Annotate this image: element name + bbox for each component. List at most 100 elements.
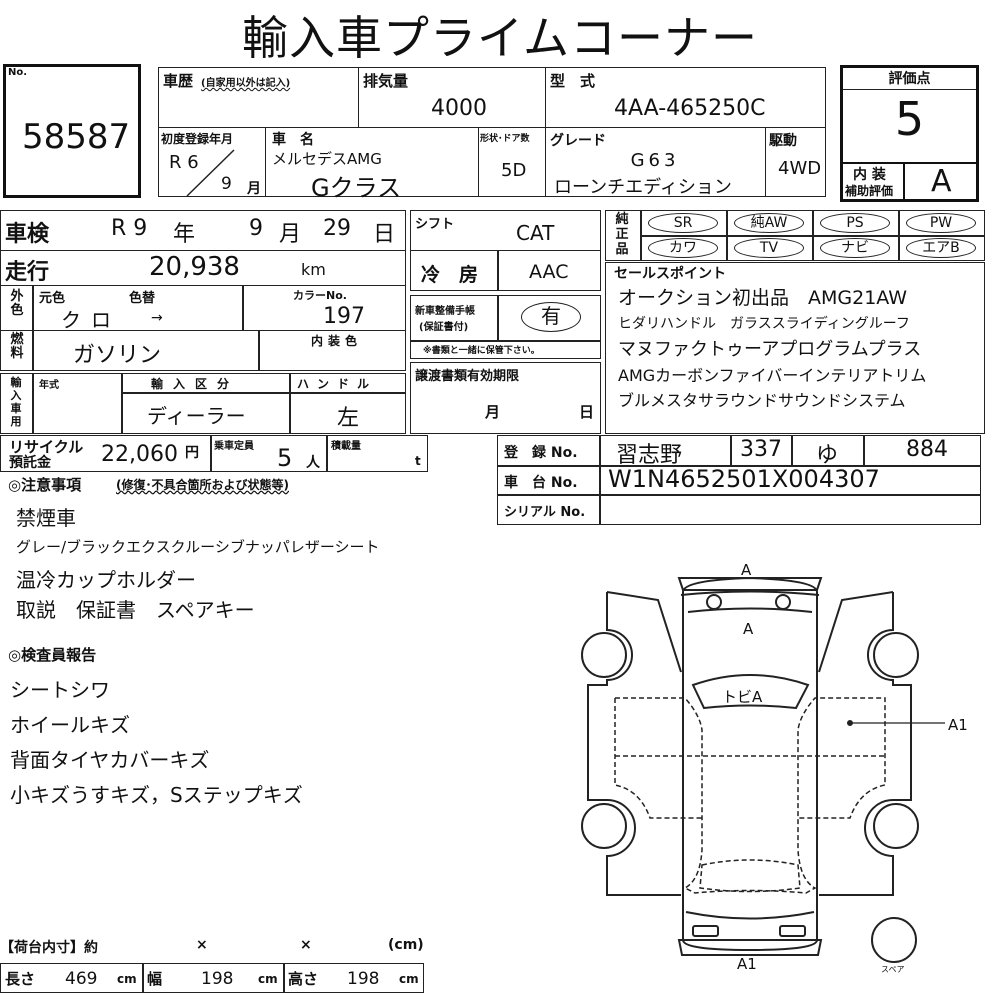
body-type-value: 5D (501, 160, 527, 181)
option-ps: PS (820, 213, 890, 233)
transfer-deadline-cell: 譲渡書類有効期限 月 日 (410, 362, 601, 434)
side-door-grade: A1 (948, 716, 968, 734)
right-doors (818, 591, 919, 896)
interior-score-value: A (931, 164, 952, 199)
ac-value: AAC (529, 261, 569, 283)
history-note: (自家用以外は記入) (201, 78, 291, 89)
registration-table: 登 録 No. 習志野 337 ゆ 884 車 台 No. W1N4652501… (497, 435, 981, 525)
length-value: 469 (65, 969, 98, 989)
option-tv: TV (734, 238, 804, 258)
note-line: 禁煙車 (16, 506, 76, 530)
handle-label: ハンドル (297, 377, 378, 391)
spare-tire-icon (871, 917, 917, 963)
inspection-day: 29 (323, 216, 351, 241)
mileage-unit: km (301, 260, 326, 279)
lot-number: 58587 (22, 117, 131, 157)
car-name-label: 車 名 (272, 132, 314, 148)
option-navi: ナビ (820, 238, 890, 258)
grade-cell: グレード G63 ローンチエディション (545, 127, 766, 198)
import-row: 輸入車用 年式 輸入区分 ディーラー ハンドル 左 (0, 373, 406, 434)
registration-class: 337 (740, 437, 782, 462)
interior-score-label: 内 装 (853, 167, 886, 183)
capacity-value: 5 (277, 444, 293, 472)
roof-dashed-outline (614, 697, 886, 894)
option-pw: PW (906, 213, 976, 233)
warranty-label: (保証書付) (419, 322, 469, 333)
service-manual-note: ※書類と一緒に保管下さい。 (423, 346, 540, 356)
color-number: 197 (323, 304, 365, 329)
displacement-label: 排気量 (363, 72, 409, 90)
first-registration-era: R 6 (169, 152, 199, 173)
front-bumper-grade: A (741, 561, 752, 579)
original-color: クロ (61, 308, 121, 332)
arrow-icon: → (151, 310, 163, 326)
capacity-label: 乗車定員 (214, 441, 254, 452)
inspection-label: 車検 (5, 222, 50, 247)
sales-points-label: セールスポイント (614, 266, 726, 282)
color-number-label: カラーNo. (293, 289, 347, 302)
height-unit: cm (399, 972, 419, 986)
exterior-color-label: 外色 (10, 289, 24, 318)
original-color-label: 元色 (39, 291, 66, 306)
service-manual-cell: 新車整備手帳 (保証書付) 有 ※書類と一緒に保管下さい。 (410, 295, 601, 359)
body-type-label: 形状･ドア数 (480, 134, 530, 144)
recycle-value: 22,060 (101, 442, 178, 467)
inspection-month-unit: 月 (279, 222, 302, 247)
registration-label: 登 録 No. (504, 445, 578, 461)
car-body-outline (677, 576, 823, 956)
serial-label: シリアル No. (504, 505, 586, 520)
height-value: 198 (347, 969, 380, 989)
genuine-parts-grid: 純正品 SR 純AW PS PW カワ TV ナビ エアB (605, 210, 985, 261)
inspector-line: 小キズうすキズ，Sステップキズ (10, 783, 303, 807)
import-class: ディーラー (147, 404, 246, 428)
first-registration-cell: 初度登録年月 R 6 9 月 (158, 127, 266, 197)
color-change-label: 色替 (129, 291, 156, 306)
grade-line2: ローンチエディション (554, 177, 732, 198)
width-unit: cm (258, 972, 278, 986)
fuel-label: 燃料 (10, 332, 24, 361)
interior-score-sublabel: 補助評価 (845, 184, 894, 198)
handle-value: 左 (337, 406, 360, 431)
width-label: 幅 (147, 970, 163, 988)
recycle-unit: 円 (185, 445, 199, 461)
transfer-day-unit: 日 (579, 403, 595, 421)
registration-kana: ゆ (816, 443, 839, 468)
ac-label: 冷 房 (421, 264, 479, 286)
chassis-label: 車 台 No. (504, 475, 578, 491)
sales-point-line: ブルメスタサラウンドサウンドシステム (618, 391, 906, 410)
drive-label: 駆動 (769, 133, 797, 149)
drive-cell: 駆動 4WD (765, 127, 826, 197)
shift-label: シフト (415, 217, 455, 232)
first-registration-month: 9 (221, 174, 232, 194)
option-sr: SR (648, 213, 718, 233)
mileage-label: 走行 (5, 260, 50, 285)
damage-point (847, 720, 853, 726)
slash-divider (186, 149, 235, 197)
car-model: Gクラス (311, 174, 402, 202)
car-maker: メルセデスAMG (272, 150, 382, 168)
option-genuine-aw: 純AW (734, 213, 804, 233)
capacity-unit: 人 (306, 455, 320, 471)
fuel-value: ガソリン (73, 343, 162, 368)
sales-points-box: セールスポイント オークション初出品 AMG21AW ヒダリハンドル ガラススラ… (605, 262, 985, 434)
import-label: 輸入車用 (10, 376, 22, 428)
transfer-deadline-label: 譲渡書類有効期限 (415, 369, 520, 384)
inspection-era: R 9 (111, 216, 148, 241)
registration-number: 884 (906, 437, 948, 462)
car-name-cell: 車 名 メルセデスAMG Gクラス (265, 127, 479, 202)
sales-point-line: AMGカーボンファイバーインテリアトリム (618, 366, 927, 385)
cargo-label: 【荷台内寸】約 (0, 940, 98, 956)
ac-cell: 冷 房 AAC (410, 250, 601, 291)
cargo-dimensions: 【荷台内寸】約 × × (cm) 長さ 469 cm 幅 198 cm 高さ 1… (0, 935, 430, 1000)
left-doors (581, 591, 682, 896)
inspector-line: 背面タイヤカバーキズ (10, 748, 210, 772)
score-label: 評価点 (843, 68, 976, 90)
first-registration-month-unit: 月 (247, 181, 261, 197)
model-year-label: 年式 (39, 380, 59, 391)
inspector-line: シートシワ (10, 678, 110, 702)
exterior-color-row: 外色 元色 色替 クロ → カラーNo. 197 (0, 285, 406, 332)
note-line: 温冷カップホルダー (16, 568, 196, 592)
grade-line1: G63 (630, 150, 680, 171)
sales-point-line: オークション初出品 AMG21AW (618, 287, 908, 309)
inspection-month: 9 (249, 216, 263, 241)
